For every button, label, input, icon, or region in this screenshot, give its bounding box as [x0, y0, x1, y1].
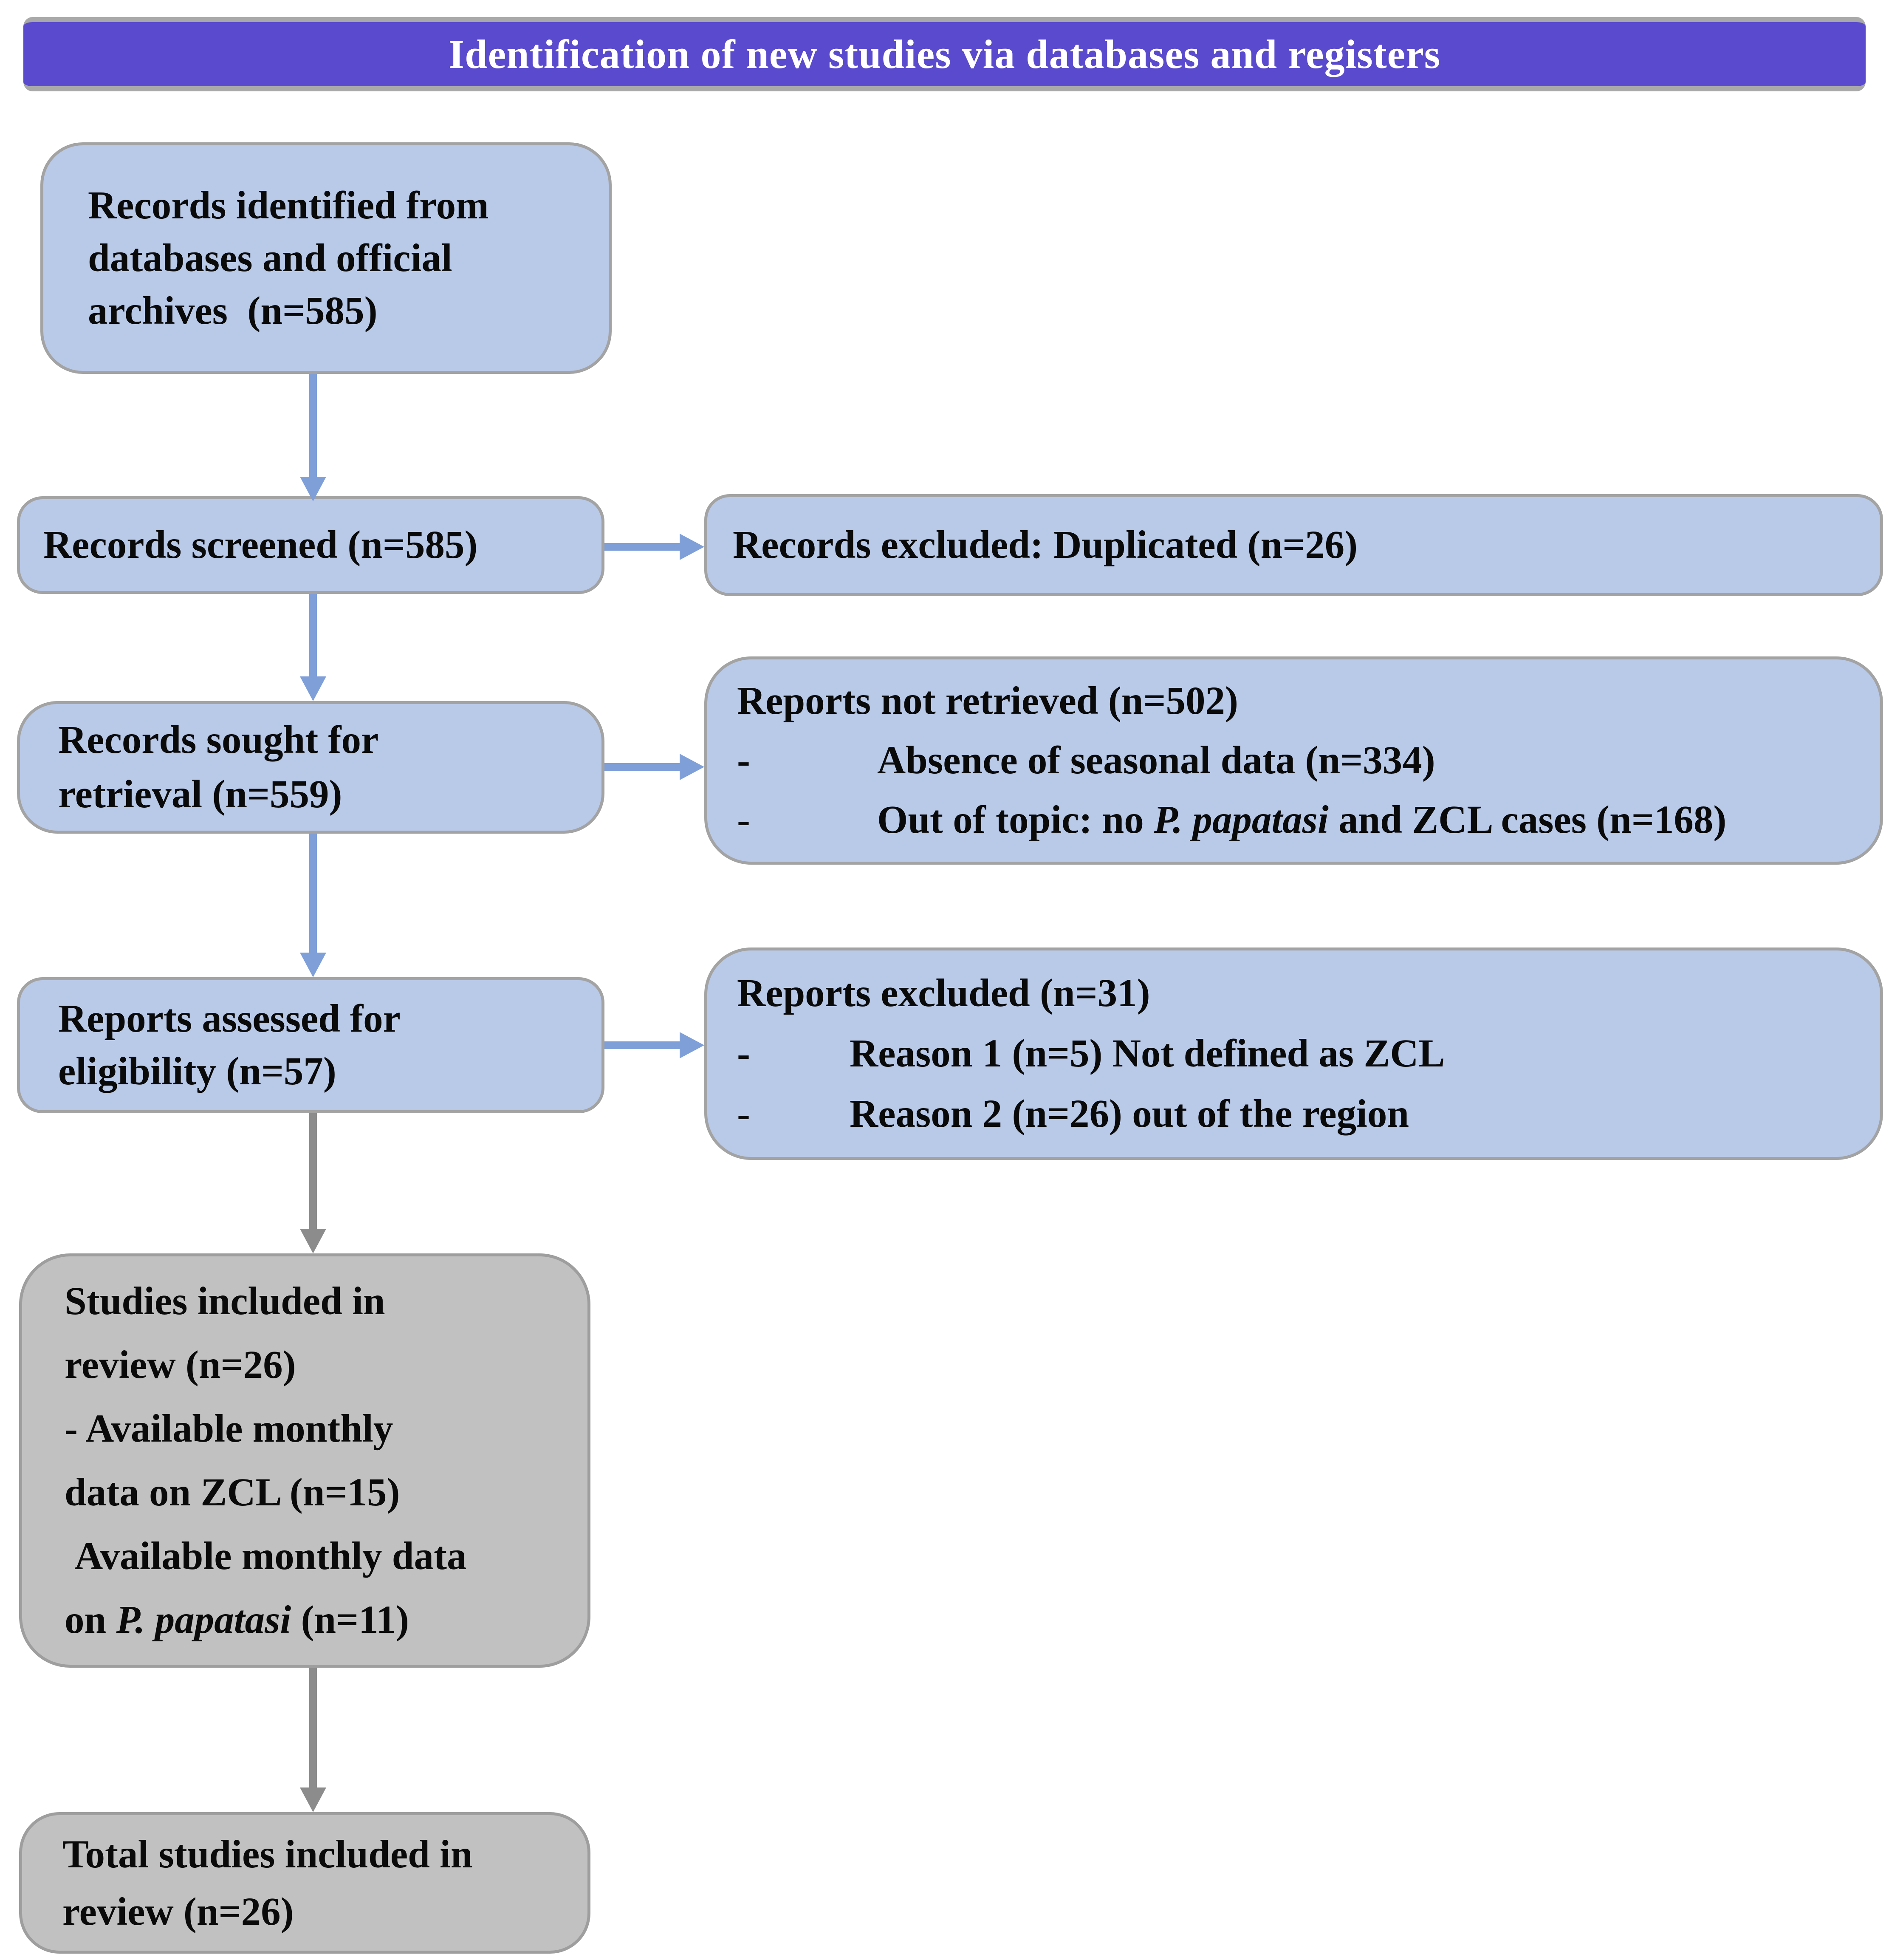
box-total-studies: Total studies included in review (n=26) [19, 1812, 590, 1954]
studies-included-line: - Available monthly [65, 1406, 393, 1451]
down-arrow-head [300, 1787, 326, 1812]
studies-included-line: data on ZCL (n=15) [65, 1470, 400, 1514]
studies-included-line: review (n=26) [65, 1343, 296, 1387]
box-records-identified-text: Records identified from databases and of… [88, 183, 489, 333]
down-arrow-head [300, 953, 326, 977]
down-arrow-shaft [309, 1668, 317, 1788]
bullet-dash: - [737, 798, 750, 842]
box-records-sought-retrieval-text: Records sought for retrieval (n=559) [58, 718, 379, 816]
right-arrow-shaft [604, 543, 681, 551]
right-arrow-head [680, 534, 704, 560]
box-records-excluded-duplicated: Records excluded: Duplicated (n=26) [704, 494, 1883, 596]
bullet-text: Out of topic: no P. papatasi and ZCL cas… [877, 798, 1727, 842]
down-arrow-head [300, 477, 326, 501]
down-arrow-head [300, 1229, 326, 1253]
box-records-screened: Records screened (n=585) [17, 496, 604, 594]
box-reports-assessed-text: Reports assessed for eligibility (n=57) [58, 997, 401, 1093]
down-arrow-shaft [309, 834, 317, 953]
bullet-item: - Absence of seasonal data (n=334) [737, 731, 1863, 790]
bullet-item: - Out of topic: no P. papatasi and ZCL c… [737, 790, 1863, 850]
bullet-item: - Reason 2 (n=26) out of the region [737, 1084, 1863, 1144]
box-reports-excluded-title: Reports excluded (n=31) [737, 971, 1150, 1015]
bullet-text: Absence of seasonal data (n=334) [877, 738, 1435, 782]
box-reports-not-retrieved: Reports not retrieved (n=502) - Absence … [704, 656, 1883, 865]
box-studies-included: Studies included in review (n=26) - Avai… [19, 1253, 590, 1668]
down-arrow-shaft [309, 374, 317, 477]
box-records-sought-retrieval: Records sought for retrieval (n=559) [17, 701, 604, 834]
down-arrow-head [300, 676, 326, 701]
box-reports-assessed: Reports assessed for eligibility (n=57) [17, 977, 604, 1113]
bullet-dash: - [737, 1032, 750, 1075]
box-records-identified: Records identified from databases and of… [40, 142, 612, 374]
box-reports-excluded: Reports excluded (n=31) - Reason 1 (n=5)… [704, 947, 1883, 1160]
bullet-item: - Reason 1 (n=5) Not defined as ZCL [737, 1024, 1863, 1083]
right-arrow-shaft [604, 763, 681, 771]
bullet-dash: - [737, 1092, 750, 1136]
box-records-excluded-duplicated-text: Records excluded: Duplicated (n=26) [733, 523, 1358, 567]
studies-included-line: Studies included in [65, 1279, 385, 1323]
right-arrow-shaft [604, 1041, 681, 1049]
header-banner: Identification of new studies via databa… [23, 17, 1866, 91]
box-reports-not-retrieved-title: Reports not retrieved (n=502) [737, 679, 1238, 723]
bullet-dash: - [737, 738, 750, 782]
right-arrow-head [680, 754, 704, 780]
header-title: Identification of new studies via databa… [448, 31, 1441, 77]
studies-included-line: on P. papatasi (n=11) [65, 1598, 409, 1642]
right-arrow-head [680, 1032, 704, 1058]
studies-included-line: Available monthly data [65, 1534, 467, 1578]
down-arrow-shaft [309, 1113, 317, 1230]
box-records-screened-text: Records screened (n=585) [43, 523, 478, 567]
bullet-text: Reason 2 (n=26) out of the region [850, 1092, 1409, 1136]
down-arrow-shaft [309, 594, 317, 677]
box-total-studies-text: Total studies included in review (n=26) [62, 1832, 473, 1934]
bullet-text: Reason 1 (n=5) Not defined as ZCL [850, 1032, 1445, 1075]
